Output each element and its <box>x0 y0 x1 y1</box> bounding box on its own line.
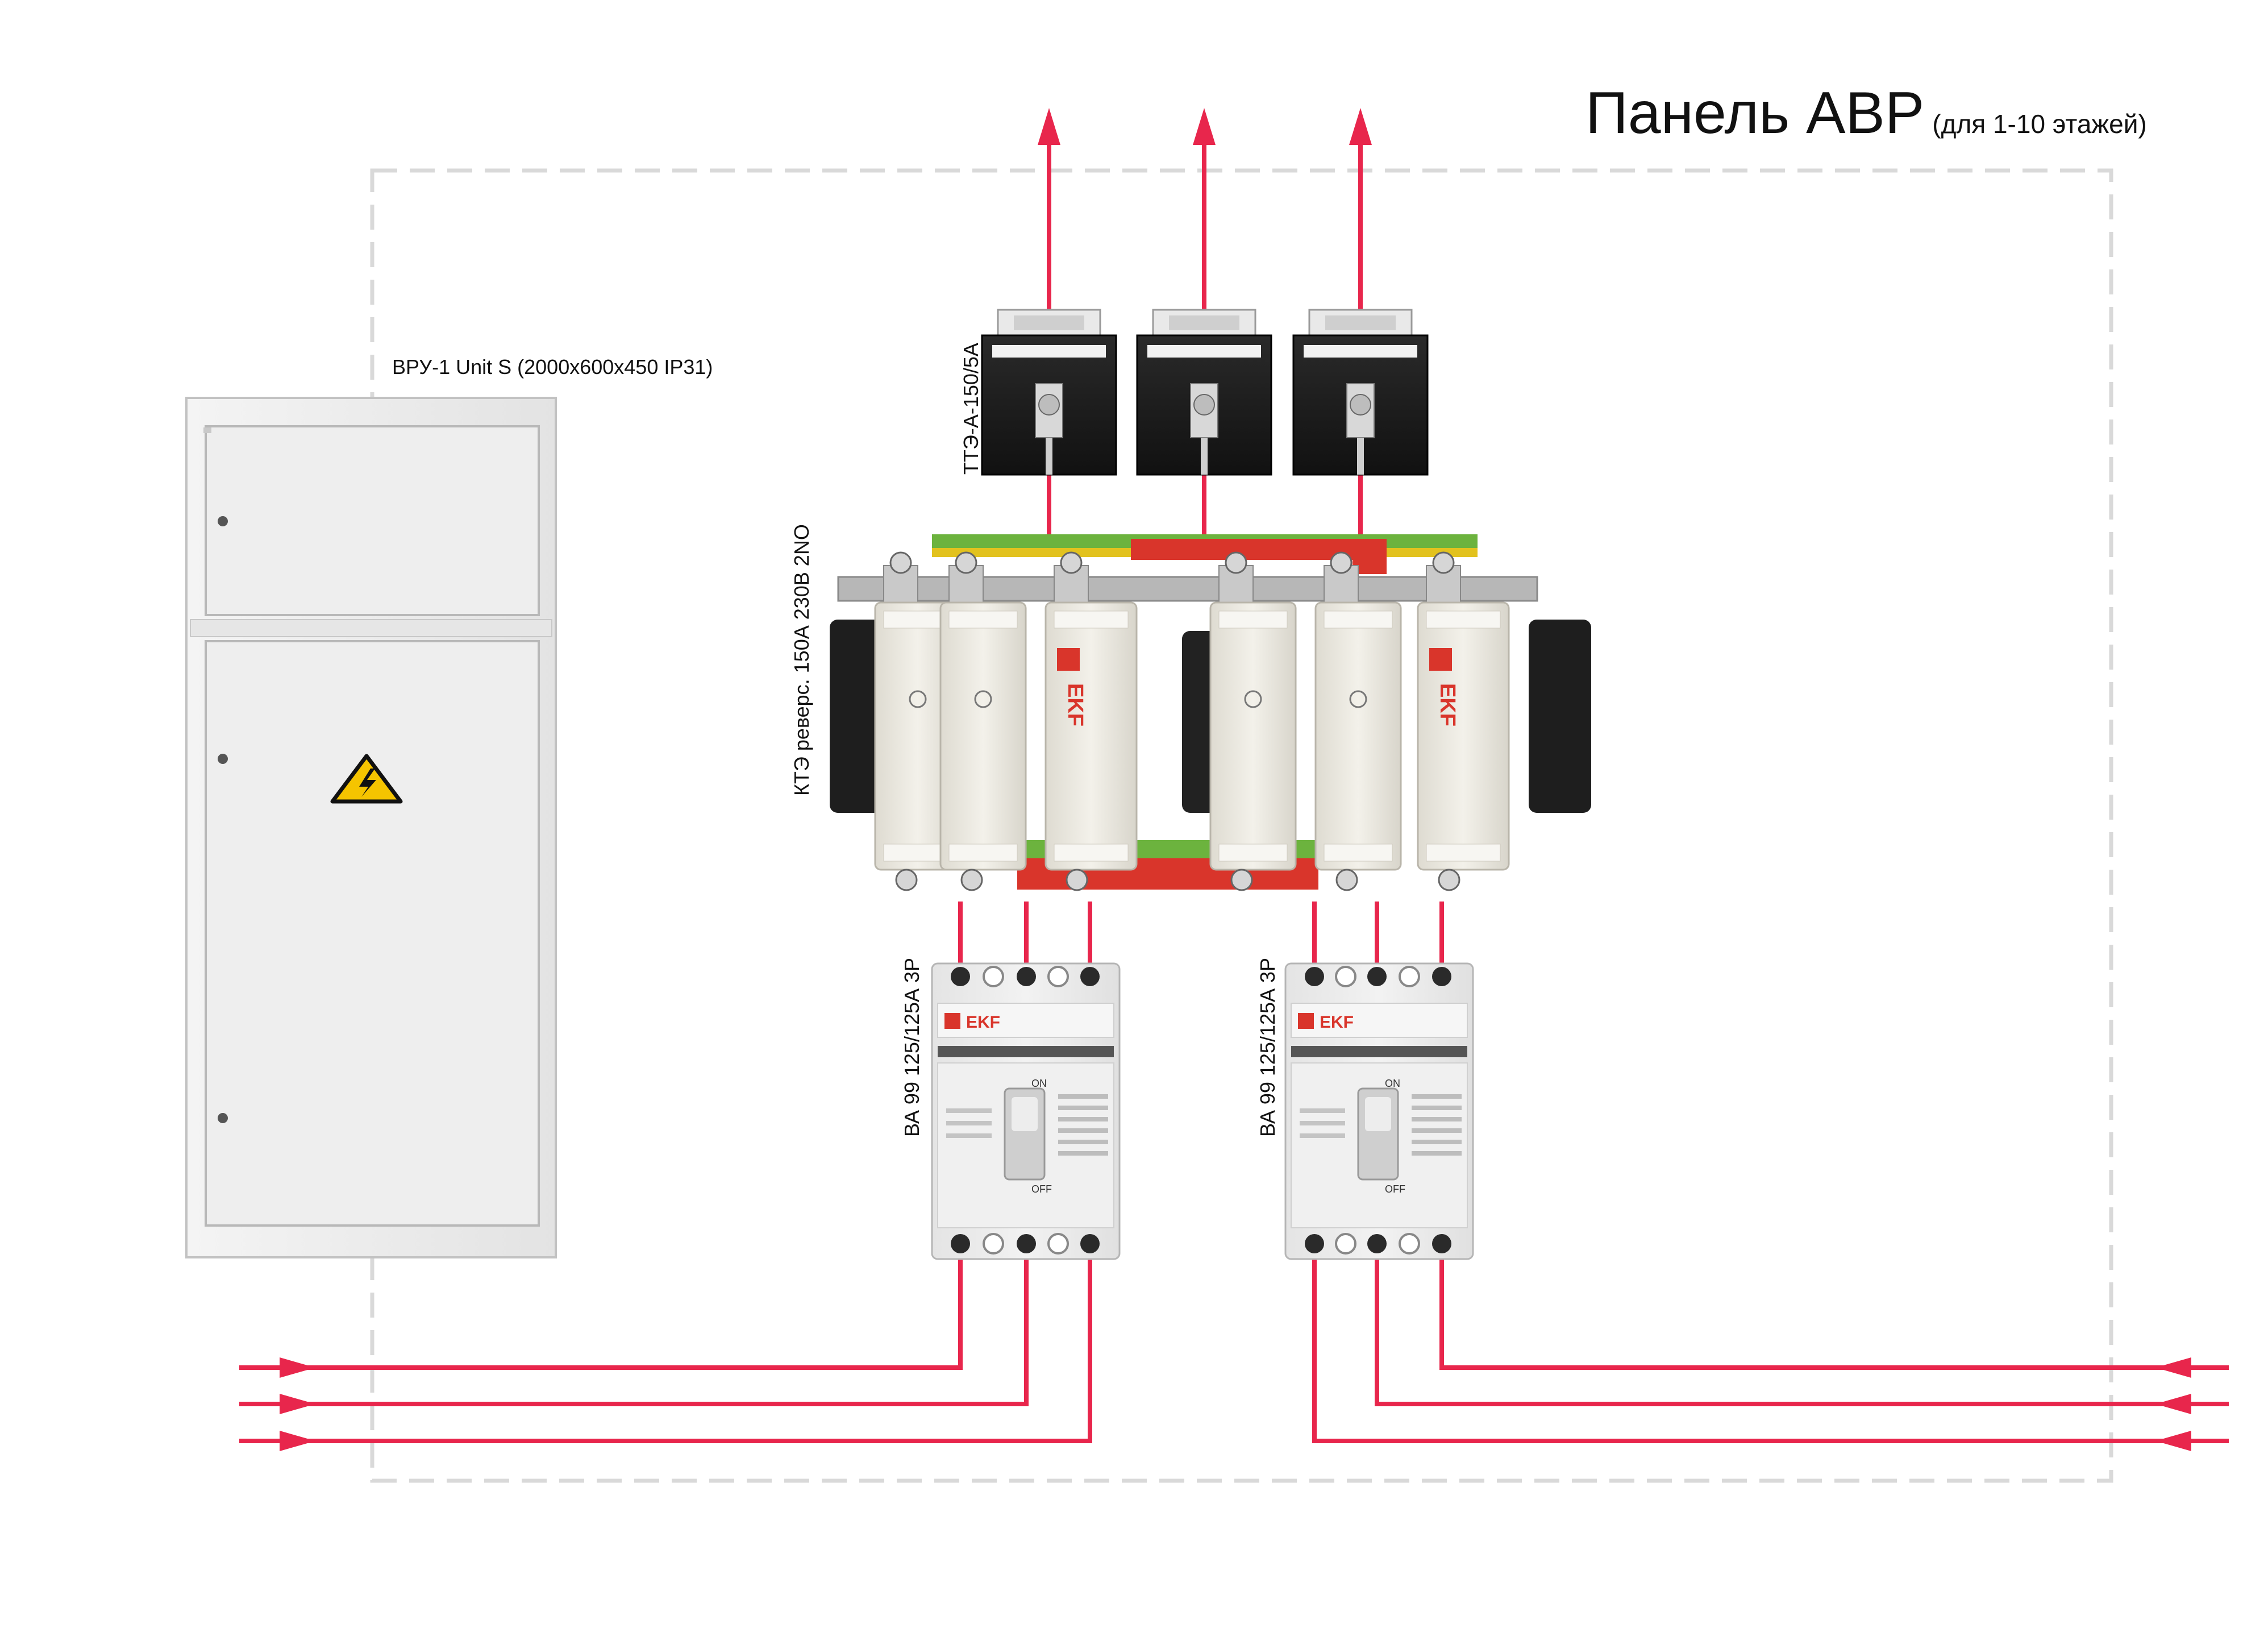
input-b-l3 <box>1439 1257 2229 1370</box>
terminal-screw-icon <box>951 967 970 986</box>
breaker-on-label: ON <box>1031 1078 1047 1089</box>
cabinet-lock-icon <box>218 1113 228 1123</box>
cabinet-lower-door <box>205 640 540 1227</box>
brand-logo-text: EKF <box>1063 683 1087 726</box>
terminal-screw-icon <box>1367 1234 1387 1253</box>
brand-logo-text: EKF <box>966 1013 1000 1032</box>
brand-logo-text: EKF <box>1320 1013 1354 1032</box>
high-voltage-warning-icon <box>330 754 403 804</box>
input-a-l1 <box>239 1257 963 1370</box>
terminal-screw-icon <box>1080 1234 1100 1253</box>
terminal-screw-icon <box>1432 967 1451 986</box>
contactor-pole: EKF <box>1417 551 1510 891</box>
breaker-off-label: OFF <box>1385 1183 1405 1195</box>
contactor-kte: EKF EKF <box>830 534 1591 891</box>
arrow-up-icon <box>1038 108 1060 145</box>
terminal-screw-icon <box>1017 1234 1036 1253</box>
ct-label: ТТЭ-А-150/5А <box>959 343 983 475</box>
current-transformer <box>981 309 1117 476</box>
input-b-l2 <box>1375 1257 2229 1406</box>
terminal-screw-icon <box>1305 967 1324 986</box>
cabinet-lock-icon <box>218 754 228 764</box>
cabinet-upper-door <box>205 425 540 616</box>
arrow-right-icon <box>280 1431 315 1451</box>
panel-title-text: Панель АВР <box>1585 80 1925 146</box>
arrow-left-icon <box>2155 1394 2191 1414</box>
arrow-left-icon <box>2155 1431 2191 1451</box>
current-transformers <box>981 309 1429 476</box>
arrow-right-icon <box>280 1394 315 1414</box>
input-b-l1 <box>1312 1257 2229 1443</box>
contactor-pole <box>1209 551 1297 891</box>
terminal-screw-icon <box>1305 1234 1324 1253</box>
breaker-off-label: OFF <box>1031 1183 1052 1195</box>
contactor-pole <box>939 551 1027 891</box>
input-a-l3 <box>239 1257 1092 1443</box>
current-transformer <box>1292 309 1429 476</box>
cabinet-vru <box>185 397 557 1258</box>
cabinet-label: ВРУ-1 Unit S (2000x600x450 IP31) <box>392 355 713 379</box>
circuit-breaker: EKF ON OFF <box>931 962 1121 1260</box>
breaker-b-label: ВА 99 125/125А 3Р <box>1256 957 1279 1137</box>
terminal-screw-icon <box>1017 967 1036 986</box>
contactor-label: КТЭ реверс. 150А 230В 2NO <box>790 524 813 796</box>
arrow-right-icon <box>280 1357 315 1378</box>
panel-title: Панель АВР(для 1-10 этажей) <box>1585 80 2147 147</box>
arrow-up-icon <box>1193 108 1216 145</box>
terminal-screw-icon <box>1432 1234 1451 1253</box>
arrow-up-icon <box>1349 108 1372 145</box>
current-transformer <box>1136 309 1272 476</box>
contactor-pole <box>1314 551 1402 891</box>
circuit-breaker: EKF ON OFF <box>1284 962 1474 1260</box>
contactor-pole: EKF <box>1044 551 1138 891</box>
cabinet-lock-icon <box>218 516 228 526</box>
terminal-screw-icon <box>1080 967 1100 986</box>
terminal-screw-icon <box>1367 967 1387 986</box>
input-a-l2 <box>239 1257 1029 1406</box>
arrowheads <box>280 108 2191 1451</box>
brand-logo-text: EKF <box>1435 683 1459 726</box>
busbar-red <box>1131 539 1387 574</box>
panel-subtitle: (для 1-10 этажей) <box>1932 109 2147 139</box>
arrow-left-icon <box>2155 1357 2191 1378</box>
breaker-on-label: ON <box>1385 1078 1400 1089</box>
terminal-screw-icon <box>951 1234 970 1253</box>
breaker-a-label: ВА 99 125/125А 3Р <box>900 957 923 1137</box>
